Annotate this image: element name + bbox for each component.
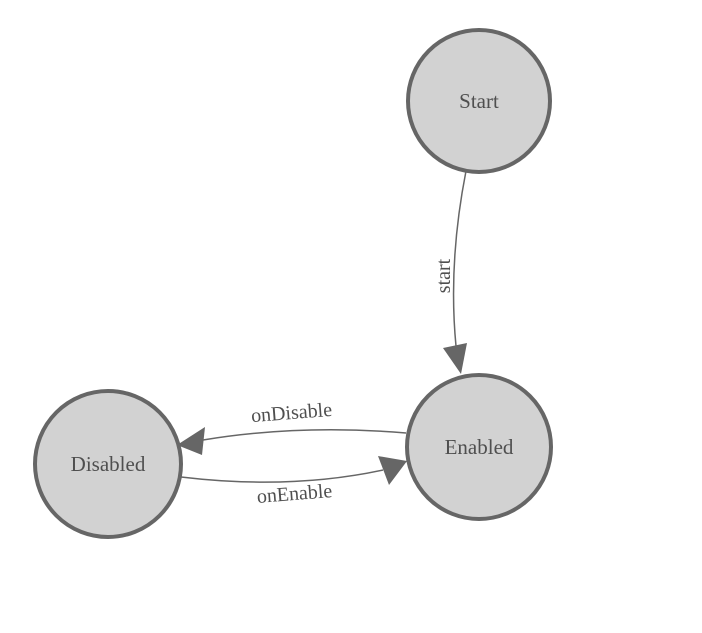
state-node-disabled-label: Disabled [71,452,146,476]
edge-label-on-disable: onDisable [250,399,333,427]
state-node-enabled: Enabled [405,373,553,521]
state-node-start-circle [406,28,552,174]
edge-label-on-enable: onEnable [256,480,333,508]
edge-label-start: start [433,258,455,293]
state-node-enabled-label: Enabled [445,435,514,459]
edge-disabled-to-enabled-line [180,469,384,483]
state-node-enabled-circle [405,373,553,521]
edge-start-to-enabled-line [452,170,467,347]
state-node-start: Start [406,28,552,174]
edge-enabled-to-disabled: onDisable [177,399,407,455]
state-node-disabled: Disabled [33,389,183,539]
arrowhead-icon [443,343,467,374]
state-node-disabled-circle [33,389,183,539]
arrowhead-icon [177,427,205,455]
state-node-start-label: Start [459,89,499,113]
edge-enabled-to-disabled-line [202,429,407,441]
edge-disabled-to-enabled: onEnable [180,456,407,508]
arrowhead-icon [378,456,407,485]
edge-start-to-enabled: start [433,170,467,374]
